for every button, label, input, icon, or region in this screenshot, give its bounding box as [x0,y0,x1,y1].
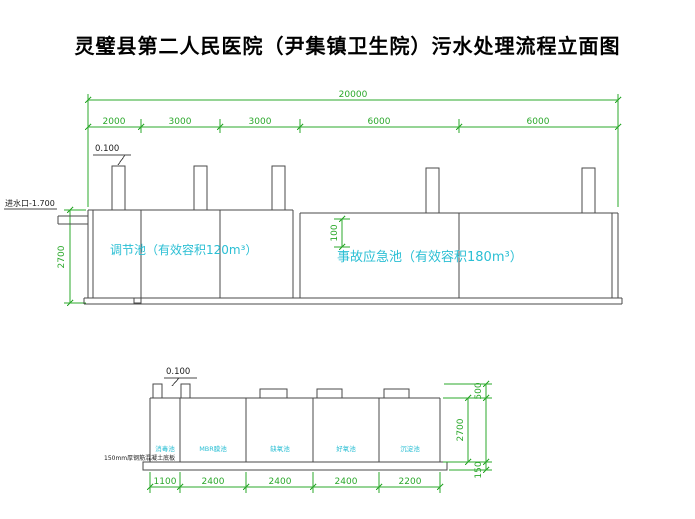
overall-dim-text: 20000 [339,90,368,100]
bottom-dim-4: 2200 [399,477,422,487]
upper-tank-structure [83,209,623,305]
riser-4 [425,167,440,214]
upper-left-height-dimension: 2700 [57,206,86,307]
segment-dim-3: 6000 [368,117,391,127]
compartment-label-2: 缺氧池 [270,444,290,453]
upper-tank-risers [111,165,596,214]
upper-level-mark: 0.100 [93,144,131,166]
lower-compartment-labels: 消毒池 MBR膜池 缺氧池 好氧池 沉淀池 [155,444,420,453]
segment-dim-0: 2000 [103,117,126,127]
lower-box-1 [259,388,288,399]
lower-height-dim-text: 2700 [456,418,466,441]
drawing-title: 灵璧县第二人民医院（尹集镇卫生院）污水处理流程立面图 [74,36,621,58]
upper-tank-labels: 调节池（有效容积120m³） 事故应急池（有效容积180m³） [110,242,523,265]
bottom-dim-3: 2400 [335,477,358,487]
upper-overall-dimension: 20000 [84,90,622,207]
stub-height-dim-text: 500 [474,382,484,399]
offset-dim-text: 100 [330,224,340,241]
segment-dim-2: 3000 [249,117,272,127]
upper-offset-dimension: 100 [330,215,350,251]
bottom-slab [142,461,448,471]
lower-level-text: 0.100 [166,367,190,377]
lower-level-mark: 0.100 [164,367,197,387]
compartment-label-3: 好氧池 [336,444,356,453]
riser-2 [193,165,208,211]
tank-foot [133,297,142,304]
lower-tank-structure [142,383,448,471]
compartment-label-4: 沉淀池 [400,444,420,453]
upper-level-text: 0.100 [95,144,119,154]
segment-dim-1: 3000 [169,117,192,127]
slab-thickness-dim-text: 150 [474,461,484,478]
riser-1 [111,165,126,211]
bottom-dim-1: 2400 [202,477,225,487]
compartment-label-1: MBR膜池 [199,444,227,453]
lower-right-dimensions: 2700 500 150 [443,380,492,479]
lower-bottom-dimensions: 1100 2400 2400 2400 2200 [146,472,444,493]
lower-stub-2 [180,383,191,399]
bottom-dim-0: 1100 [154,477,177,487]
upper-segment-dimensions: 2000 3000 3000 6000 6000 [84,117,622,133]
slab-note-text: 150mm厚钢筋混凝土底板 [104,454,175,462]
riser-5 [581,167,596,214]
lower-box-3 [383,388,410,399]
inlet-annotation: 进水口-1.700 [4,198,88,225]
regulation-tank-label: 调节池（有效容积120m³） [110,242,257,257]
lower-box-2 [316,388,343,399]
riser-3 [271,165,286,211]
bottom-dim-2: 2400 [269,477,292,487]
compartment-label-0: 消毒池 [155,444,175,453]
segment-dim-4: 6000 [527,117,550,127]
lower-stub-1 [152,383,163,399]
emergency-tank-label: 事故应急池（有效容积180m³） [337,249,523,265]
upper-height-dim-text: 2700 [57,245,67,268]
inlet-label-text: 进水口-1.700 [5,198,55,208]
